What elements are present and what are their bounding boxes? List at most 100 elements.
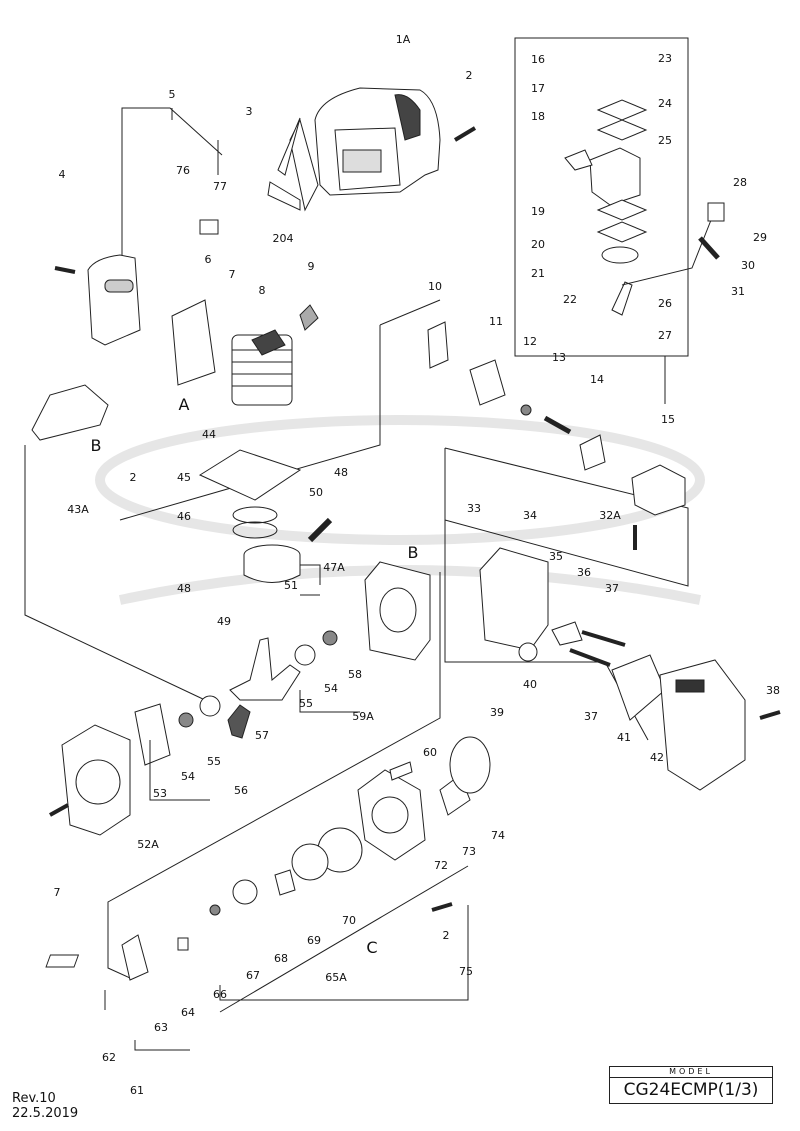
part-label-50: 50 [309, 486, 323, 499]
part-label-10: 10 [428, 280, 442, 293]
carburetor-small [564, 147, 641, 206]
part-label-12: 12 [523, 335, 537, 348]
reel-69 [291, 843, 329, 881]
part-label-61: 61 [130, 1084, 144, 1097]
leader-brackets [104, 108, 469, 1051]
crankcase-left [61, 724, 131, 836]
cover-21 [601, 246, 639, 264]
part-label-60: 60 [423, 746, 437, 759]
gasket-25 [596, 119, 648, 141]
part-label-39: 39 [490, 706, 504, 719]
part-label-26: 26 [658, 297, 672, 310]
part-28 [707, 202, 725, 222]
carburetor-group-box [514, 37, 689, 357]
part-label-41: 41 [617, 731, 631, 744]
part-label-5: 5 [168, 88, 176, 101]
part-label-74: 74 [491, 829, 505, 842]
washer-12 [520, 404, 532, 416]
ring-46-upper [232, 506, 278, 524]
ring-46-lower [232, 521, 278, 539]
part-label-2: 2 [129, 471, 137, 484]
gasket-3 [277, 117, 301, 176]
part-label-55: 55 [299, 697, 313, 710]
part-label-7: 7 [53, 886, 61, 899]
pulley-67 [232, 879, 258, 905]
part-label-56: 56 [234, 784, 248, 797]
part-label-204: 204 [272, 232, 294, 245]
part-label-13: 13 [552, 351, 566, 364]
spark-plug-9 [299, 304, 319, 331]
revision-date: 22.5.2019 [12, 1106, 79, 1121]
part-label-66: 66 [213, 988, 227, 1001]
reference-letter-c: C [366, 938, 378, 957]
part-label-22: 22 [563, 293, 577, 306]
bolt-7-bottom [49, 803, 69, 817]
part-label-20: 20 [531, 238, 545, 251]
part-label-54: 54 [324, 682, 338, 695]
part-label-4: 4 [58, 168, 66, 181]
reference-letter-a: A [178, 395, 190, 414]
part-label-64: 64 [181, 1006, 195, 1019]
clutch-61 [121, 934, 149, 981]
gasket-53 [134, 703, 171, 766]
engine-group-outline [24, 445, 441, 979]
insulator-11 [469, 359, 506, 406]
part-label-73: 73 [462, 845, 476, 858]
part-64 [177, 937, 189, 951]
part-label-21: 21 [531, 267, 545, 280]
part-label-29: 29 [753, 231, 767, 244]
part-label-58: 58 [348, 668, 362, 681]
crankcase-right [364, 561, 431, 661]
pin-50 [307, 517, 333, 543]
model-caption: MODEL [610, 1067, 772, 1078]
part-label-46: 46 [177, 510, 191, 523]
part-label-30: 30 [741, 259, 755, 272]
reference-letter-b: B [407, 543, 419, 562]
part-label-23: 23 [658, 52, 672, 65]
model-box: MODEL CG24ECMP(1/3) [609, 1066, 773, 1104]
part-label-48: 48 [334, 466, 348, 479]
label-204 [267, 181, 301, 211]
part-label-8: 8 [258, 284, 266, 297]
spring-30 [698, 236, 720, 260]
starter-housing [357, 769, 426, 861]
part-label-48: 48 [177, 582, 191, 595]
part-label-28: 28 [733, 176, 747, 189]
label-75 [45, 954, 80, 968]
part-label-9: 9 [307, 260, 315, 273]
bearing-55-right [294, 644, 316, 666]
screw-2-bottom [431, 902, 453, 912]
carburetor-main [631, 464, 686, 516]
starter-group-outline [119, 299, 469, 1013]
part-label-1a: 1A [395, 33, 411, 46]
gasket-14 [579, 434, 606, 471]
part-label-7: 7 [228, 268, 236, 281]
part-label-16: 16 [531, 53, 545, 66]
bolt-13 [543, 415, 572, 435]
part-label-65a: 65A [325, 971, 347, 984]
part-label-70: 70 [342, 914, 356, 927]
part-label-59a: 59A [352, 710, 374, 723]
part-label-49: 49 [217, 615, 231, 628]
part-label-34: 34 [523, 509, 537, 522]
part-label-36: 36 [577, 566, 591, 579]
part-label-75: 75 [459, 965, 473, 978]
screw-38 [759, 710, 781, 720]
part-label-43a: 43A [67, 503, 89, 516]
part-label-45: 45 [177, 471, 191, 484]
part-label-67: 67 [246, 969, 260, 982]
bolt-4 [54, 266, 76, 274]
gasket-45 [198, 449, 302, 501]
part-label-35: 35 [549, 550, 563, 563]
part-label-63: 63 [154, 1021, 168, 1034]
part-label-55: 55 [207, 755, 221, 768]
part-label-32a: 32A [599, 509, 621, 522]
part-label-2: 2 [465, 69, 473, 82]
part-label-2: 2 [442, 929, 450, 942]
bearing-54-left [178, 712, 194, 728]
part-label-17: 17 [531, 82, 545, 95]
revision-number: Rev.10 [12, 1091, 56, 1106]
part-label-77: 77 [213, 180, 227, 193]
part-label-27: 27 [658, 329, 672, 342]
crankshaft [229, 637, 301, 701]
